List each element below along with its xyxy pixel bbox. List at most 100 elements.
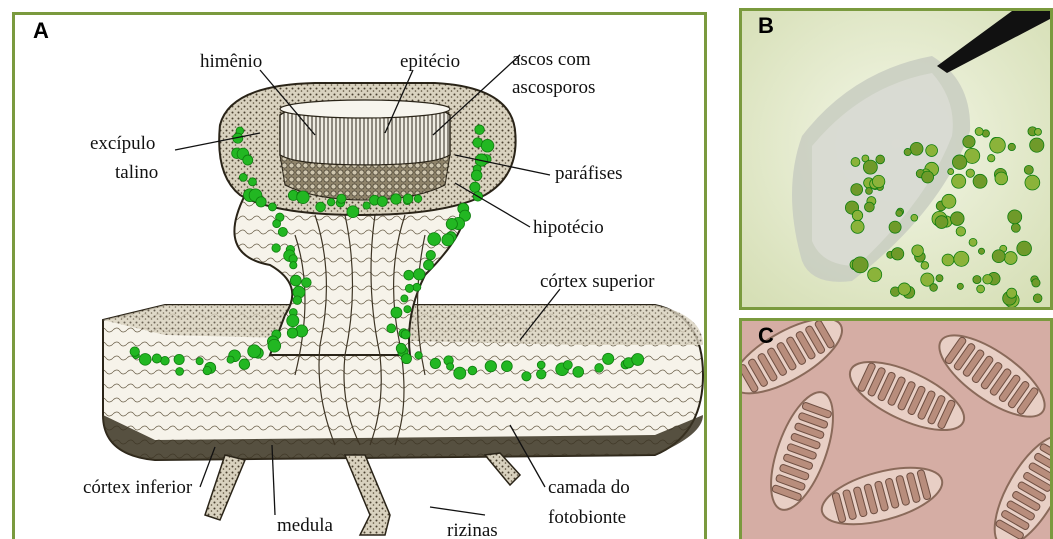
algal-cell xyxy=(1017,241,1032,256)
label-epitecio: epitécio xyxy=(400,51,460,73)
algal-cell xyxy=(942,254,954,266)
algal-cell xyxy=(256,197,266,207)
algal-cell xyxy=(404,270,414,280)
label-excipulo-line2: talino xyxy=(115,162,158,184)
algal-cell xyxy=(391,307,402,318)
algal-cell xyxy=(852,257,868,273)
label-ascos-line2: ascosporos xyxy=(512,77,595,99)
algal-cell xyxy=(537,361,545,369)
label-hipotecio: hipotécio xyxy=(533,217,604,239)
ascospores-micrograph xyxy=(742,321,1050,539)
algal-cell xyxy=(573,367,584,378)
algal-cell xyxy=(1008,210,1022,224)
algal-cell xyxy=(268,203,276,211)
algal-cell xyxy=(1025,175,1040,190)
algal-cell xyxy=(922,171,934,183)
algal-cell xyxy=(203,366,211,374)
algal-cell xyxy=(978,248,984,254)
algal-cell xyxy=(990,137,1006,153)
algal-cell xyxy=(595,364,604,373)
algal-cell xyxy=(926,145,938,157)
label-cortex-superior: córtex superior xyxy=(540,271,654,293)
algal-cell xyxy=(977,285,985,293)
algal-cell xyxy=(1024,165,1033,174)
algal-cell xyxy=(1007,288,1017,298)
label-ascos-line1: ascos com xyxy=(512,49,591,71)
algal-cell xyxy=(957,283,963,289)
algal-cell xyxy=(851,158,860,167)
algal-cell xyxy=(948,169,954,175)
label-rizinas: rizinas xyxy=(447,520,498,539)
algal-cell xyxy=(287,315,299,327)
algal-cell xyxy=(1033,294,1042,303)
algal-cell xyxy=(297,191,310,204)
algal-cell xyxy=(954,251,969,266)
algal-cell xyxy=(377,196,387,206)
algal-cell xyxy=(454,367,466,379)
algal-cell xyxy=(470,182,480,192)
panel-b-micrograph: B xyxy=(739,8,1053,310)
algal-cell xyxy=(401,354,411,364)
algal-cell xyxy=(966,169,974,177)
algal-cell xyxy=(227,356,234,363)
algal-cell xyxy=(891,248,903,260)
algal-cell xyxy=(396,343,406,353)
algal-cell xyxy=(248,345,261,358)
algal-cell xyxy=(337,194,346,203)
algal-cell xyxy=(424,260,434,270)
algal-cell xyxy=(152,354,161,363)
algal-cell xyxy=(446,218,457,229)
algal-cell xyxy=(910,142,923,155)
algal-cell xyxy=(268,339,281,352)
algal-cell xyxy=(404,306,411,313)
algal-cell xyxy=(471,170,482,181)
algal-cell xyxy=(912,245,924,257)
algal-cell xyxy=(502,361,513,372)
algal-cell xyxy=(293,296,302,305)
algal-cell xyxy=(866,188,873,195)
label-excipulo-line1: excípulo xyxy=(90,133,155,155)
algal-cell xyxy=(863,160,877,174)
algal-cell xyxy=(942,194,956,208)
panel-b-letter: B xyxy=(758,13,774,39)
label-camada-line1: camada do xyxy=(548,477,630,499)
panel-c-letter: C xyxy=(758,323,774,349)
algal-cell xyxy=(969,238,977,246)
algal-cell xyxy=(904,148,911,155)
algal-cell xyxy=(327,198,335,206)
algal-cell xyxy=(1008,143,1015,150)
algal-cell xyxy=(196,358,203,365)
algal-cell xyxy=(405,284,413,292)
algal-cell xyxy=(1004,252,1017,265)
algal-cell xyxy=(414,195,422,203)
algal-cell xyxy=(864,202,874,212)
algal-cell xyxy=(413,283,421,291)
algal-cell xyxy=(139,353,151,365)
algal-cell xyxy=(963,136,975,148)
algal-cell xyxy=(273,220,281,228)
algal-cell xyxy=(287,328,297,338)
algal-cell xyxy=(851,220,864,233)
algal-cell xyxy=(973,275,981,283)
algal-cell xyxy=(992,250,1005,263)
panel-a-letter: A xyxy=(33,18,49,44)
algal-cell xyxy=(921,262,929,270)
algal-cell xyxy=(935,216,948,229)
algal-cell xyxy=(401,330,410,339)
algal-cell xyxy=(391,194,402,205)
algal-cell xyxy=(852,210,862,220)
algal-cell xyxy=(872,175,884,187)
algal-cell xyxy=(950,212,964,226)
panel-c-ascospores: C xyxy=(739,318,1053,539)
algal-cell xyxy=(1011,223,1020,232)
algal-cell xyxy=(851,184,863,196)
algal-cell xyxy=(347,206,359,218)
algal-cell xyxy=(956,227,965,236)
algal-cell xyxy=(868,268,882,282)
algal-cell xyxy=(975,127,983,135)
algal-cell xyxy=(447,363,454,370)
algal-cell xyxy=(442,234,454,246)
algal-cell xyxy=(176,367,184,375)
algal-cell xyxy=(161,356,170,365)
algal-cell xyxy=(475,125,484,134)
